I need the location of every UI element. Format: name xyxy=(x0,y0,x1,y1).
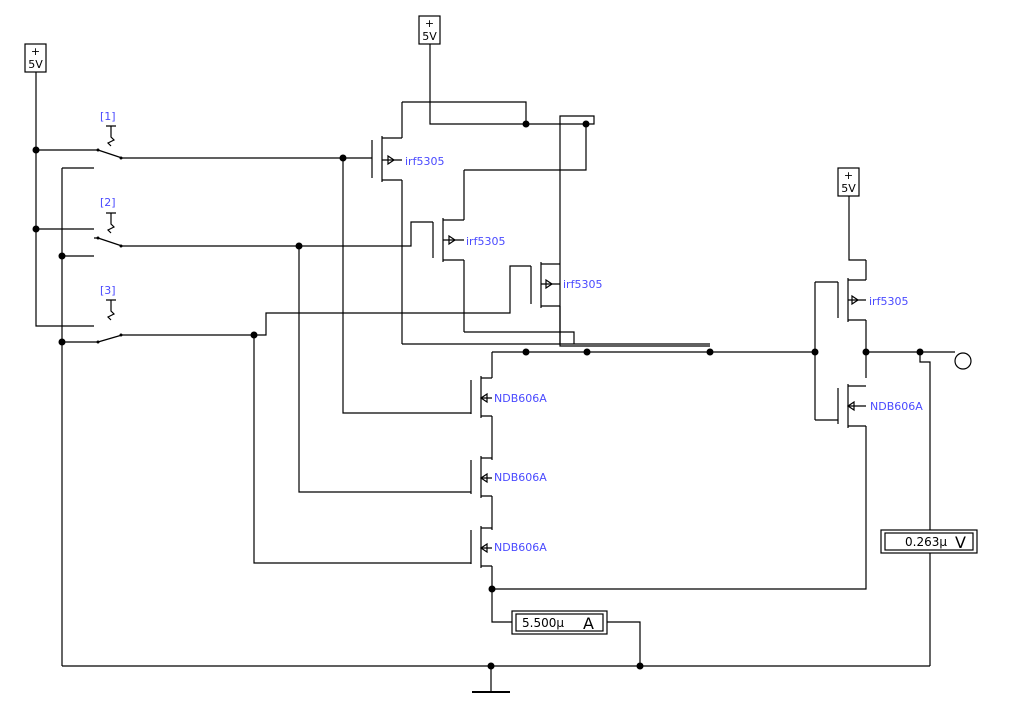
nmos-label: NDB606A xyxy=(870,400,923,413)
vdd-rail-left xyxy=(35,72,94,327)
nmos-label: NDB606A xyxy=(494,541,547,554)
pmos-transistor-4[interactable]: irf5305 xyxy=(837,260,908,378)
wire-c xyxy=(132,265,531,564)
pmos-label: irf5305 xyxy=(405,155,444,168)
nmos-transistor-3[interactable]: NDB606A xyxy=(470,526,547,623)
switch-3[interactable]: [3] xyxy=(94,284,132,344)
switch-label: [1] xyxy=(100,110,116,123)
ground-rail xyxy=(62,665,930,692)
nmos-label: NDB606A xyxy=(494,471,547,484)
gnd-rail-left xyxy=(61,167,94,666)
nmos-label: NDB606A xyxy=(494,392,547,405)
supply-value: 5V xyxy=(28,58,43,71)
pmos-label: irf5305 xyxy=(563,278,602,291)
ammeter[interactable]: 5.500μ A xyxy=(511,610,608,635)
wire-top-drain xyxy=(402,44,595,344)
output-probe[interactable] xyxy=(954,352,972,370)
ammeter-unit: A xyxy=(583,614,594,633)
pmos-label: irf5305 xyxy=(869,295,908,308)
pmos-transistor-1[interactable]: irf5305 xyxy=(371,102,444,344)
wire-p2 xyxy=(464,124,587,344)
wire-mid-node xyxy=(402,330,815,378)
junction-dots xyxy=(32,120,924,670)
switch-2[interactable]: [2] xyxy=(94,196,132,248)
supply-5v-top[interactable]: + 5V xyxy=(418,15,441,45)
wire-ammeter xyxy=(607,621,641,666)
voltmeter[interactable]: 0.263μ V xyxy=(880,529,978,554)
voltmeter-unit: V xyxy=(955,533,966,552)
supply-value: 5V xyxy=(422,30,437,43)
switch-label: [2] xyxy=(100,196,116,209)
pmos-transistor-3[interactable]: irf5305 xyxy=(530,262,602,330)
pmos-label: irf5305 xyxy=(466,235,505,248)
wire-a xyxy=(132,157,471,414)
switch-label: [3] xyxy=(100,284,116,297)
wire-b xyxy=(132,221,471,493)
voltmeter-value: 0.263μ xyxy=(905,535,947,549)
pmos-transistor-2[interactable]: irf5305 xyxy=(432,170,505,332)
supply-5v-left[interactable]: + 5V xyxy=(24,43,47,73)
nmos-transistor-4[interactable]: NDB606A xyxy=(492,384,923,590)
ammeter-value: 5.500μ xyxy=(522,616,564,630)
nmos-transistor-2[interactable]: NDB606A xyxy=(470,456,547,530)
wire-output xyxy=(866,351,955,666)
supply-value: 5V xyxy=(841,182,856,195)
supply-plus: + xyxy=(425,17,434,30)
supply-5v-right[interactable]: + 5V xyxy=(837,167,860,197)
nmos-transistor-1[interactable]: NDB606A xyxy=(470,376,547,460)
supply-plus: + xyxy=(31,45,40,58)
supply-plus: + xyxy=(844,169,853,182)
switch-1[interactable]: [1] xyxy=(94,110,132,160)
